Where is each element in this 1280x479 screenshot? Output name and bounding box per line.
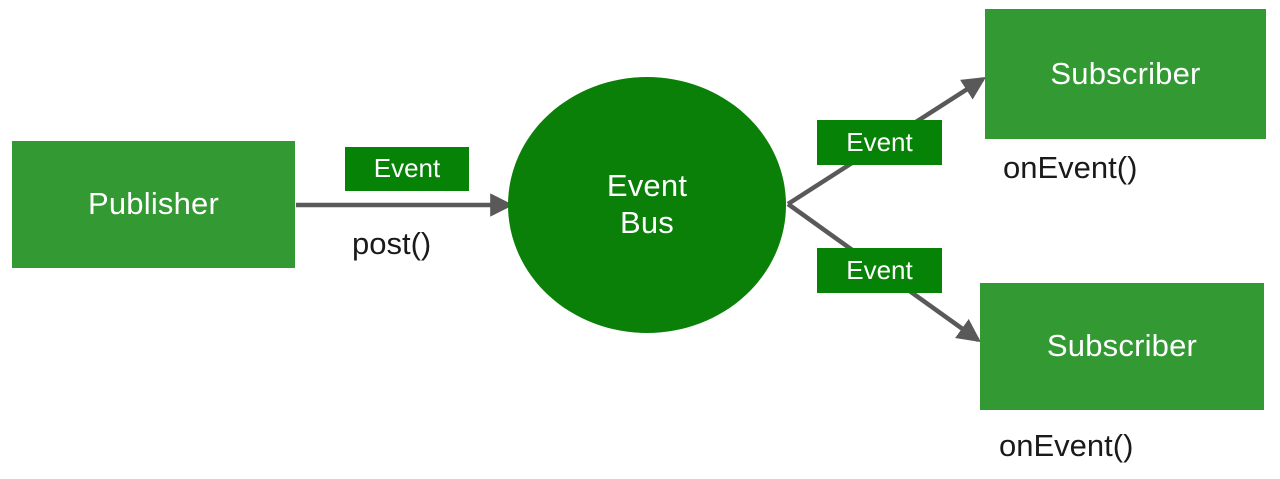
edge-label-bus-to-subscriber-top: Event [817,120,942,165]
caption-onevent-bottom-method: onEvent() [999,428,1134,463]
node-event-bus[interactable]: Event Bus [508,77,786,333]
caption-post-method: post() [352,226,432,261]
edge-label-publisher-to-bus: Event [345,147,469,191]
caption-onevent-top-method: onEvent() [1003,150,1138,185]
node-subscriber-top-label: Subscriber [1050,55,1201,91]
node-publisher[interactable]: Publisher [12,141,295,268]
node-publisher-label: Publisher [87,186,220,222]
node-subscriber-top[interactable]: Subscriber [985,9,1266,139]
node-subscriber-bottom[interactable]: Subscriber [980,283,1264,410]
node-event-bus-label-line1: Event [606,168,688,204]
node-subscriber-bottom-label: Subscriber [1046,328,1198,364]
edge-label-bus-to-subscriber-bottom: Event [817,248,942,293]
node-event-bus-label-line2: Bus [619,205,675,240]
